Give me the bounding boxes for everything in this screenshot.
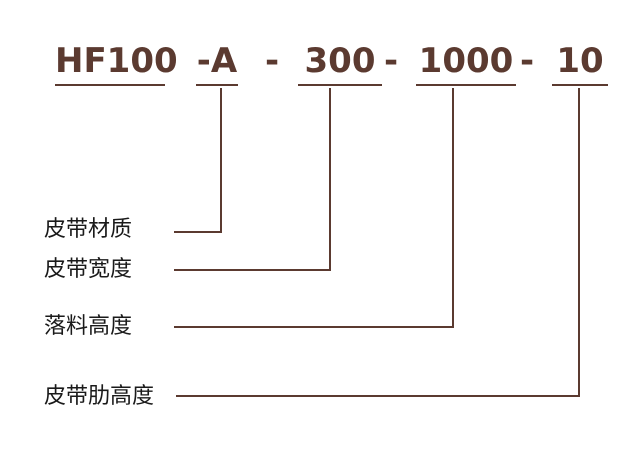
leader-line-rib-height	[176, 88, 580, 397]
code-separator: -	[265, 41, 280, 81]
code-segment-drop-height: 1000	[416, 38, 516, 86]
leader-line-drop-height	[174, 88, 454, 328]
code-segment-rib-height: 10	[552, 38, 608, 86]
label-belt-material: 皮带材质	[44, 217, 133, 242]
label-rib-height: 皮带肋高度	[44, 384, 155, 409]
code-segment-belt-width: 300	[298, 38, 382, 86]
label-belt-width: 皮带宽度	[44, 257, 133, 282]
code-separator: -	[520, 41, 535, 81]
code-segment-series: HF100	[55, 38, 178, 86]
code-separator: -	[384, 41, 399, 81]
code-segment-belt-material: -A	[196, 38, 238, 86]
label-drop-height: 落料高度	[44, 314, 133, 339]
leader-line-belt-width	[174, 88, 331, 271]
leader-line-belt-material	[174, 88, 222, 233]
